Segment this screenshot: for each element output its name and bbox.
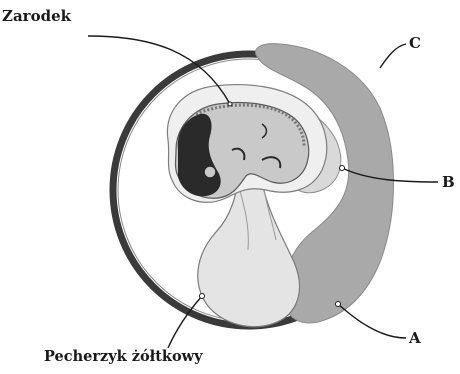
label-b: B bbox=[442, 175, 455, 190]
embryo-eye bbox=[204, 166, 216, 178]
leader-line-c bbox=[380, 44, 406, 68]
leader-line-a bbox=[338, 304, 406, 338]
label-a: A bbox=[409, 331, 421, 346]
label-embryo: Zarodek bbox=[2, 9, 71, 24]
label-c: C bbox=[409, 36, 421, 51]
leader-dot-yolk bbox=[200, 294, 205, 299]
label-yolk-sac: Pecherzyk żółtkowy bbox=[44, 350, 203, 365]
leader-dot-b bbox=[340, 166, 345, 171]
leader-dot-zarodek bbox=[228, 102, 232, 106]
leader-dot-a bbox=[336, 302, 341, 307]
